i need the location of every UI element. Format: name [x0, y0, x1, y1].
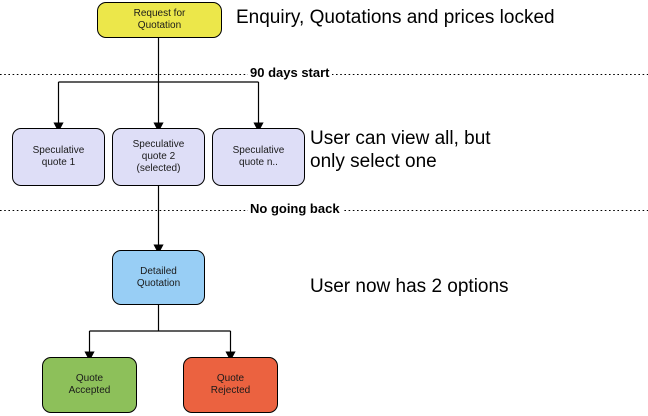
- node-detailed-quotation[interactable]: Detailed Quotation: [112, 250, 205, 305]
- node-request-for-quotation[interactable]: Request for Quotation: [97, 2, 222, 38]
- node-quote-rejected[interactable]: Quote Rejected: [183, 357, 278, 413]
- annotation-view-all-select-one: User can view all, but only select one: [310, 128, 491, 173]
- annotation-two-options: User now has 2 options: [310, 276, 509, 297]
- node-quote-accepted[interactable]: Quote Accepted: [42, 357, 137, 413]
- node-speculative-quote-2-selected[interactable]: Speculative quote 2 (selected): [112, 128, 205, 186]
- annotation-prices-locked: Enquiry, Quotations and prices locked: [236, 7, 555, 28]
- divider-label-90-days-start: 90 days start: [248, 65, 332, 80]
- node-speculative-quote-n[interactable]: Speculative quote n..: [212, 128, 305, 186]
- divider-label-no-going-back: No going back: [248, 201, 342, 216]
- node-speculative-quote-1[interactable]: Speculative quote 1: [12, 128, 105, 186]
